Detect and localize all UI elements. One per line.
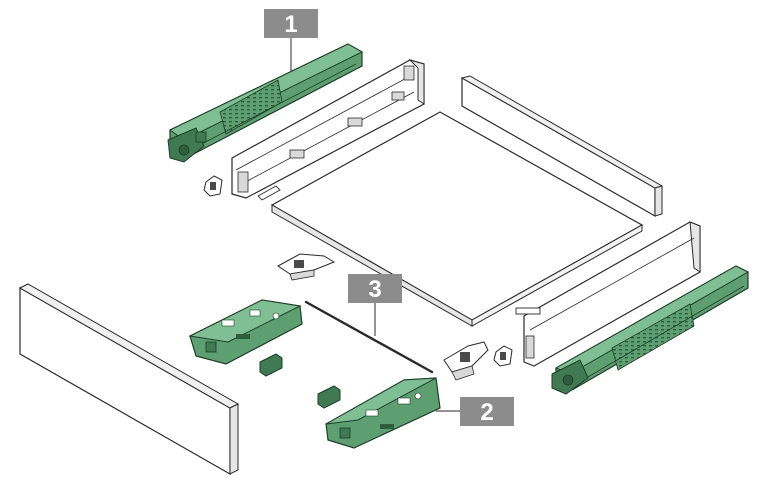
drawer-back-panel <box>460 75 664 218</box>
callout-1-label: 1 <box>284 11 297 38</box>
callout-2: 2 <box>436 397 514 426</box>
right-drawer-side <box>515 221 701 367</box>
left-runner <box>167 43 364 163</box>
callout-1: 1 <box>264 9 318 72</box>
left-drawer-side <box>231 58 425 201</box>
drawer-front-panel <box>18 283 240 476</box>
callout-3-label: 3 <box>368 276 381 303</box>
front-locking-device-right <box>443 341 489 381</box>
drawer-bottom-panel <box>270 111 644 327</box>
front-locking-device-left <box>277 253 336 281</box>
callout-3: 3 <box>348 274 402 336</box>
small-connector-right <box>317 385 341 409</box>
right-runner <box>551 265 750 395</box>
runner-hook-left <box>203 175 223 197</box>
callout-2-label: 2 <box>480 399 493 426</box>
small-connector-left <box>259 353 283 377</box>
synchronisation-rod <box>304 300 434 374</box>
locking-plate-left <box>188 299 303 365</box>
runner-hook-right <box>493 345 513 367</box>
locking-plate-right <box>325 377 441 449</box>
